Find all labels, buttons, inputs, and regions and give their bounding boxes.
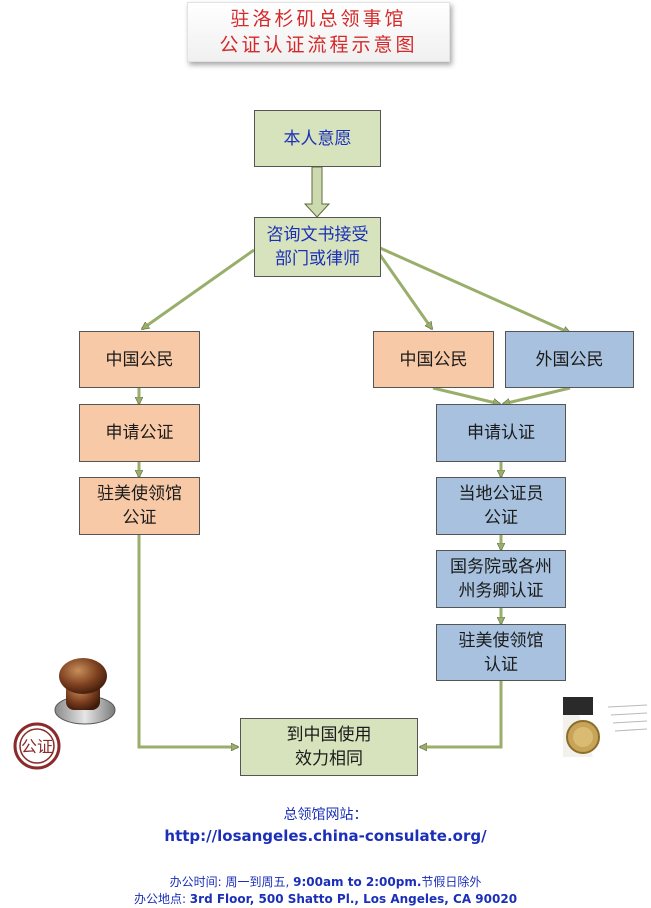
- node-state-auth-line-1: 国务院或各州: [450, 557, 552, 577]
- seal-text: 公证: [21, 737, 53, 756]
- node-apply-auth: 申请认证: [436, 404, 566, 462]
- sealed-document-icon: [563, 697, 651, 757]
- node-state-auth: 国务院或各州 州务卿认证: [436, 550, 566, 608]
- node-embassy-notary-line-2: 公证: [122, 508, 157, 528]
- node-consult: 咨询文书接受 部门或律师: [254, 217, 381, 277]
- node-local-notary: 当地公证员 公证: [436, 477, 566, 535]
- node-cn-citizen-right-label: 中国公民: [399, 349, 468, 370]
- node-local-notary-line-2: 公证: [484, 508, 518, 528]
- footer-hours-note: 节假日除外: [421, 875, 482, 889]
- footer-hours-label: 办公时间: 周一到周五,: [169, 875, 294, 889]
- node-cn-citizen-left-label: 中国公民: [105, 349, 174, 370]
- footer-hours: 办公时间: 周一到周五, 9:00am to 2:00pm.节假日除外: [0, 874, 651, 890]
- footer-website-url[interactable]: http://losangeles.china-consulate.org/: [164, 827, 487, 845]
- node-embassy-notary-line-1: 驻美使领馆: [97, 484, 182, 504]
- node-embassy-notary: 驻美使领馆 公证: [79, 477, 200, 535]
- footer-hours-value: 9:00am to 2:00pm.: [293, 875, 422, 889]
- footer-address: 办公地点: 3rd Floor, 500 Shatto Pl., Los Ang…: [0, 891, 651, 907]
- title-line-1: 驻洛杉矶总领事馆: [230, 8, 407, 30]
- title-banner: 驻洛杉矶总领事馆 公证认证流程示意图: [187, 2, 450, 62]
- node-cn-citizen-right: 中国公民: [373, 331, 494, 388]
- node-state-auth-line-2: 州务卿认证: [458, 581, 544, 601]
- node-consult-line-2: 部门或律师: [275, 249, 360, 269]
- node-embassy-auth: 驻美使领馆 认证: [436, 624, 566, 681]
- node-use-in-china-line-1: 到中国使用: [286, 725, 372, 745]
- node-cn-citizen-left: 中国公民: [79, 331, 200, 388]
- node-apply-notary: 申请公证: [79, 404, 200, 462]
- title-line-2: 公证认证流程示意图: [219, 34, 418, 56]
- footer-address-label: 办公地点:: [133, 892, 190, 906]
- node-apply-auth-label: 申请认证: [467, 423, 535, 443]
- node-intent-label: 本人意愿: [283, 128, 352, 149]
- node-use-in-china-line-2: 效力相同: [295, 749, 363, 769]
- node-embassy-auth-line-2: 认证: [484, 654, 518, 675]
- footer-address-value: 3rd Floor, 500 Shatto Pl., Los Angeles, …: [189, 892, 518, 906]
- node-foreign-citizen: 外国公民: [505, 331, 634, 388]
- arrow-consult-left: [142, 248, 255, 331]
- arrow-consult-foreign: [379, 246, 570, 335]
- node-foreign-citizen-label: 外国公民: [535, 349, 604, 370]
- footer-website-label: 总领馆网站：: [283, 807, 368, 823]
- node-intent: 本人意愿: [254, 110, 381, 167]
- node-consult-line-1: 咨询文书接受: [266, 225, 369, 245]
- node-local-notary-line-1: 当地公证员: [458, 484, 544, 504]
- arrow-consult-right-cn: [376, 251, 434, 329]
- node-embassy-auth-line-1: 驻美使领馆: [458, 630, 544, 651]
- node-apply-notary-label: 申请公证: [105, 423, 174, 443]
- notary-stamp-icon: 公证: [13, 658, 116, 770]
- node-use-in-china: 到中国使用 效力相同: [240, 718, 418, 776]
